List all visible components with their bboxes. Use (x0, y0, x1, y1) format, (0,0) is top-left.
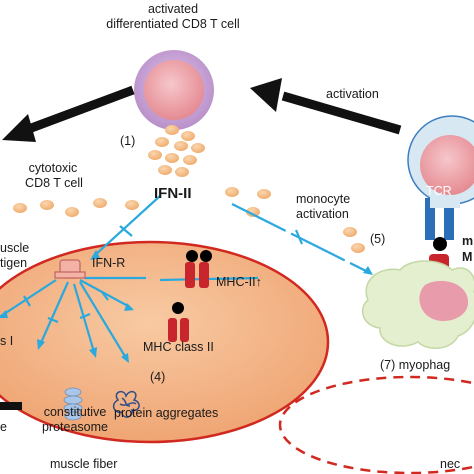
muscle-antigen-label-2: tigen (0, 256, 28, 270)
cytokine-dots (13, 125, 365, 253)
mhc-ii-surface (185, 250, 212, 288)
protein-aggregates-label: protein aggregates (114, 406, 219, 420)
activation-label: activation (326, 87, 379, 101)
cytotoxic-label-2: CD8 T cell (25, 176, 83, 190)
ifn-ii-label: IFN-II (154, 185, 192, 202)
arrowheads (0, 250, 373, 363)
right-cut-label-2: M (462, 250, 473, 264)
step-5-label: (5) (370, 232, 386, 246)
ifn-receptor (54, 259, 86, 279)
protein-aggregates-icon (112, 390, 140, 418)
muscle-fiber-label: muscle fiber (50, 457, 118, 471)
proteasome-icon (63, 387, 83, 421)
activated-cell-label-2: differentiated CD8 T cell (106, 17, 240, 31)
proteasome-label-1: constitutive (43, 405, 107, 419)
cytotoxic-label-1: cytotoxic (28, 161, 78, 175)
black-arrows (2, 78, 402, 142)
myophag-label: (7) myophag (380, 358, 451, 372)
step-4-label: (4) (150, 370, 166, 384)
mhc-class-i-label: s I (0, 334, 14, 348)
tcr-label: TCR (426, 184, 452, 198)
inhibition-ticks (23, 225, 304, 324)
necrotic-label: nec (440, 457, 461, 471)
monocyte-label-2: activation (296, 207, 349, 221)
right-cut-label-1: m (462, 234, 474, 248)
mhc-class-ii-label: MHC class II (143, 340, 214, 354)
step-1-label: (1) (120, 134, 136, 148)
mhc-i-bar (0, 402, 22, 410)
mhc-ii-up-label: MHC-II↑ (216, 275, 262, 289)
proteasome-label-2: proteasome (41, 420, 108, 434)
activated-cd8-t-cell (134, 50, 214, 130)
ifn-r-label: IFN-R (92, 256, 126, 270)
activated-cell-label-1: activated (147, 2, 199, 16)
tcr-t-cell (407, 115, 474, 240)
monocyte-label-1: monocyte (296, 192, 351, 206)
muscle-fiber-cell (0, 240, 330, 444)
necrotic-fiber (278, 375, 474, 474)
muscle-antigen-label-1: uscle (0, 241, 30, 255)
left-cut-label: e (0, 420, 7, 434)
macrophage (361, 260, 474, 349)
mhc-class-ii-internal (168, 302, 189, 342)
